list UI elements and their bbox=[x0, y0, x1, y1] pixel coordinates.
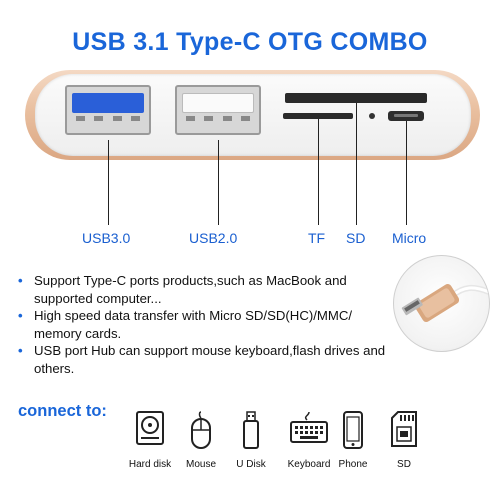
mouse-icon bbox=[191, 411, 211, 449]
keyboard-icon bbox=[290, 411, 328, 443]
device-label: U Disk bbox=[236, 459, 266, 470]
sd-slot bbox=[285, 93, 427, 103]
callout-line-tf bbox=[318, 119, 319, 225]
feature-list: Support Type-C ports products,such as Ma… bbox=[18, 272, 398, 377]
callout-line-sd bbox=[356, 103, 357, 225]
callout-line-micro bbox=[406, 121, 407, 225]
callout-line-usb3 bbox=[108, 140, 109, 225]
device-label: Mouse bbox=[185, 459, 216, 470]
feature-item: High speed data transfer with Micro SD/S… bbox=[18, 307, 398, 342]
connect-heading: connect to: bbox=[18, 402, 107, 420]
hard-disk-icon bbox=[136, 411, 164, 445]
sd-card-icon bbox=[391, 411, 417, 447]
label-tf: TF bbox=[308, 230, 326, 246]
label-sd: SD bbox=[346, 230, 366, 246]
device-label: SD bbox=[397, 459, 411, 470]
tf-slot bbox=[283, 113, 353, 119]
device-u-disk bbox=[221, 410, 281, 450]
usb-drive-icon bbox=[243, 411, 259, 449]
device-label: Phone bbox=[338, 459, 368, 470]
device-phone bbox=[323, 410, 383, 450]
device-hard-disk bbox=[120, 410, 180, 446]
label-usb2: USB2.0 bbox=[189, 230, 238, 246]
phone-icon bbox=[343, 411, 363, 449]
device-label: Keyboard bbox=[287, 459, 331, 470]
micro-usb-port bbox=[388, 111, 424, 121]
device-sd bbox=[374, 410, 434, 448]
device-keyboard bbox=[279, 410, 339, 444]
usb3-port bbox=[65, 85, 151, 135]
micro-usb-cable-image bbox=[393, 255, 490, 352]
feature-item: USB port Hub can support mouse keyboard,… bbox=[18, 342, 398, 377]
feature-item: Support Type-C ports products,such as Ma… bbox=[18, 272, 398, 307]
callout-line-usb2 bbox=[218, 140, 219, 225]
label-usb3: USB3.0 bbox=[82, 230, 131, 246]
usb2-port bbox=[175, 85, 261, 135]
page-title: USB 3.1 Type-C OTG COMBO bbox=[72, 28, 428, 56]
label-micro: Micro bbox=[392, 230, 427, 246]
device-label: Hard disk bbox=[128, 459, 172, 470]
indicator-led bbox=[369, 113, 375, 119]
device-mouse bbox=[171, 410, 231, 450]
